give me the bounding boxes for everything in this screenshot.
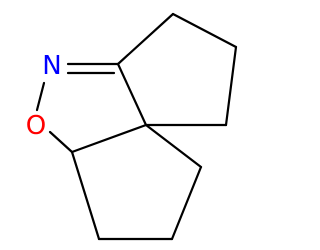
atom-label-oxygen: O (26, 111, 46, 141)
bond-c3-c4 (116, 12, 175, 66)
bond-spiro-c1 (144, 123, 203, 169)
bond-c5-c6 (224, 45, 238, 127)
bond-c3-spiro (116, 62, 148, 127)
bond-o-c7a (48, 130, 74, 154)
atom-label-nitrogen: N (42, 51, 61, 81)
bond-c1-c2 (170, 165, 203, 241)
bond-c7a-spiro (70, 123, 148, 154)
bond-c3b-c7a (70, 150, 101, 241)
bond-n-o (35, 81, 46, 112)
bond-c4-c5 (171, 12, 238, 49)
molecule-drawing: N O (26, 12, 238, 241)
structure-canvas: N O (25, 12, 238, 241)
